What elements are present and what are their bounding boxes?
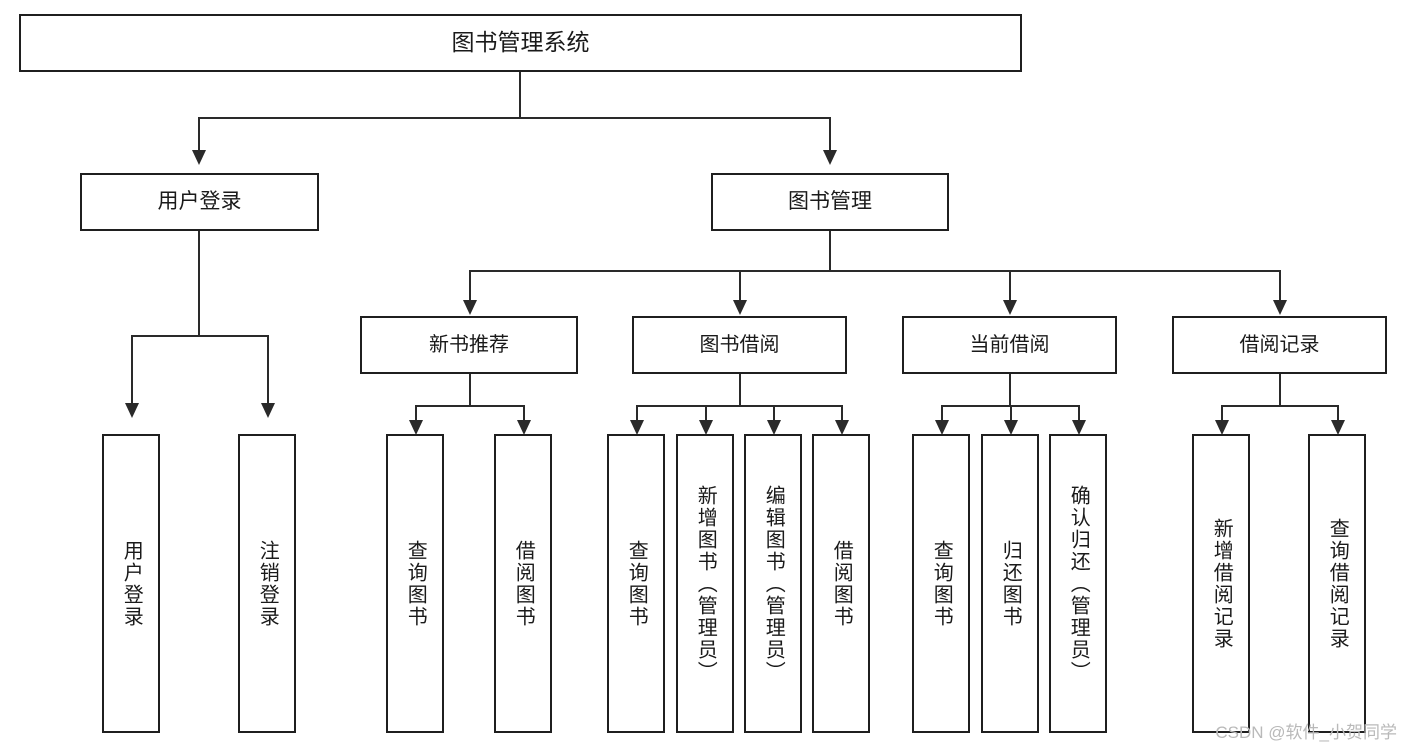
node-label: 查询图书 bbox=[930, 539, 953, 628]
connector-bb-leaf-3 bbox=[773, 405, 775, 423]
node-root-book-management-system[interactable]: 图书管理系统 bbox=[19, 14, 1022, 72]
arrowhead-bb-leaf-4 bbox=[835, 420, 849, 435]
connector-to-book-borrow bbox=[739, 270, 741, 302]
connector-user-login-stem bbox=[198, 231, 200, 335]
connector-to-new-book-recommend bbox=[469, 270, 471, 302]
node-label: 确认归还（管理员） bbox=[1067, 484, 1090, 683]
connector-nbr-leaf-2 bbox=[523, 405, 525, 423]
leaf-borrow-book-recommend[interactable]: 借阅图书 bbox=[494, 434, 552, 733]
leaf-borrow-book[interactable]: 借阅图书 bbox=[812, 434, 870, 733]
node-user-login[interactable]: 用户登录 bbox=[80, 173, 319, 231]
arrowhead-bb-leaf-3 bbox=[767, 420, 781, 435]
arrowhead-cb-leaf-3 bbox=[1072, 420, 1086, 435]
node-label: 用户登录 bbox=[157, 190, 242, 214]
csdn-watermark: CSDN @软件_小贺同学 bbox=[1215, 723, 1397, 742]
connector-book-borrow-stem bbox=[739, 374, 741, 405]
arrowhead-to-book-borrow bbox=[733, 300, 747, 315]
node-label: 新增图书（管理员） bbox=[694, 484, 717, 683]
leaf-edit-book-admin[interactable]: 编辑图书（管理员） bbox=[744, 434, 802, 733]
connector-bb-leaf-2 bbox=[705, 405, 707, 423]
leaf-return-book[interactable]: 归还图书 bbox=[981, 434, 1039, 733]
connector-current-borrow-stem bbox=[1009, 374, 1011, 405]
arrowhead-to-user-login bbox=[192, 150, 206, 165]
node-label: 新增借阅记录 bbox=[1210, 517, 1233, 650]
node-borrow-record[interactable]: 借阅记录 bbox=[1172, 316, 1387, 374]
arrowhead-br-leaf-2 bbox=[1331, 420, 1345, 435]
node-label: 归还图书 bbox=[999, 539, 1022, 628]
arrowhead-to-current-borrow bbox=[1003, 300, 1017, 315]
connector-level3-bus bbox=[469, 270, 1280, 272]
arrowhead-to-leaf-logout bbox=[261, 403, 275, 418]
node-label: 编辑图书（管理员） bbox=[762, 484, 785, 683]
connector-book-borrow-bus bbox=[636, 405, 843, 407]
connector-user-login-bus bbox=[131, 335, 267, 337]
connector-root-stem bbox=[519, 72, 521, 117]
node-label: 当前借阅 bbox=[969, 333, 1050, 356]
connector-to-leaf-logout bbox=[267, 335, 269, 405]
connector-nbr-leaf-1 bbox=[415, 405, 417, 423]
arrowhead-nbr-leaf-2 bbox=[517, 420, 531, 435]
node-label: 用户登录 bbox=[120, 539, 143, 628]
arrowhead-bb-leaf-1 bbox=[630, 420, 644, 435]
leaf-user-login[interactable]: 用户登录 bbox=[102, 434, 160, 733]
node-label: 借阅图书 bbox=[830, 539, 853, 628]
arrowhead-bb-leaf-2 bbox=[699, 420, 713, 435]
arrowhead-cb-leaf-1 bbox=[935, 420, 949, 435]
leaf-query-borrow-record[interactable]: 查询借阅记录 bbox=[1308, 434, 1366, 733]
arrowhead-to-leaf-user-login bbox=[125, 403, 139, 418]
leaf-query-book-recommend[interactable]: 查询图书 bbox=[386, 434, 444, 733]
connector-bb-leaf-4 bbox=[841, 405, 843, 423]
connector-borrow-record-bus bbox=[1221, 405, 1339, 407]
node-label: 借阅图书 bbox=[512, 539, 535, 628]
node-label: 新书推荐 bbox=[429, 333, 509, 356]
connector-book-management-stem bbox=[829, 231, 831, 270]
arrowhead-cb-leaf-2 bbox=[1004, 420, 1018, 435]
connector-to-borrow-record bbox=[1279, 270, 1281, 302]
node-book-management[interactable]: 图书管理 bbox=[711, 173, 949, 231]
leaf-query-book-current[interactable]: 查询图书 bbox=[912, 434, 970, 733]
node-label: 查询借阅记录 bbox=[1326, 517, 1349, 650]
arrowhead-to-borrow-record bbox=[1273, 300, 1287, 315]
connector-cb-leaf-2 bbox=[1010, 405, 1012, 423]
node-new-book-recommend[interactable]: 新书推荐 bbox=[360, 316, 578, 374]
connector-br-leaf-2 bbox=[1337, 405, 1339, 423]
node-label: 查询图书 bbox=[625, 539, 648, 628]
leaf-confirm-return-admin[interactable]: 确认归还（管理员） bbox=[1049, 434, 1107, 733]
node-label: 图书管理系统 bbox=[451, 29, 590, 56]
connector-new-book-recommend-bus bbox=[415, 405, 525, 407]
connector-to-book-management bbox=[829, 117, 831, 152]
arrowhead-nbr-leaf-1 bbox=[409, 420, 423, 435]
node-label: 图书借阅 bbox=[699, 333, 780, 356]
connector-cb-leaf-1 bbox=[941, 405, 943, 423]
connector-cb-leaf-3 bbox=[1078, 405, 1080, 423]
arrowhead-to-book-management bbox=[823, 150, 837, 165]
node-current-borrow[interactable]: 当前借阅 bbox=[902, 316, 1117, 374]
node-book-borrow[interactable]: 图书借阅 bbox=[632, 316, 847, 374]
leaf-add-borrow-record[interactable]: 新增借阅记录 bbox=[1192, 434, 1250, 733]
leaf-query-book-borrow[interactable]: 查询图书 bbox=[607, 434, 665, 733]
connector-borrow-record-stem bbox=[1279, 374, 1281, 405]
node-label: 注销登录 bbox=[256, 539, 279, 628]
connector-to-user-login bbox=[198, 117, 200, 152]
node-label: 图书管理 bbox=[788, 190, 872, 214]
connector-bb-leaf-1 bbox=[636, 405, 638, 423]
leaf-logout[interactable]: 注销登录 bbox=[238, 434, 296, 733]
arrowhead-br-leaf-1 bbox=[1215, 420, 1229, 435]
arrowhead-to-new-book-recommend bbox=[463, 300, 477, 315]
connector-new-book-recommend-stem bbox=[469, 374, 471, 405]
leaf-add-book-admin[interactable]: 新增图书（管理员） bbox=[676, 434, 734, 733]
connector-to-leaf-user-login bbox=[131, 335, 133, 405]
connector-level2-bus bbox=[198, 117, 831, 119]
node-label: 借阅记录 bbox=[1239, 333, 1320, 356]
connector-br-leaf-1 bbox=[1221, 405, 1223, 423]
node-label: 查询图书 bbox=[404, 539, 427, 628]
connector-to-current-borrow bbox=[1009, 270, 1011, 302]
